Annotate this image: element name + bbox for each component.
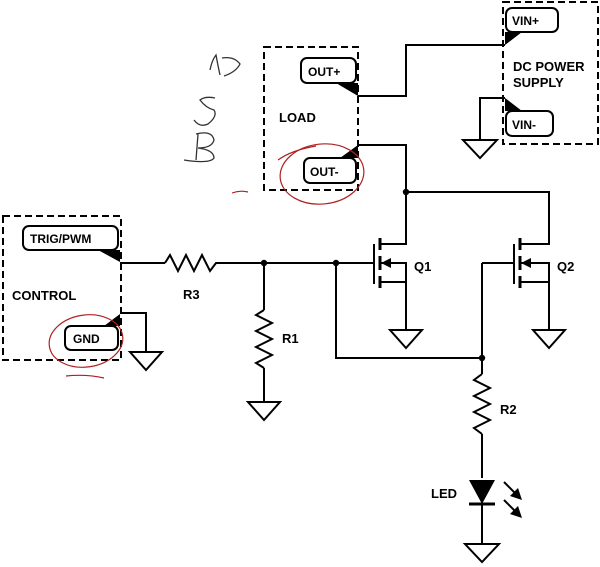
pin-trig-pwm-label: TRIG/PWM xyxy=(30,232,91,246)
pin-out-minus-label: OUT- xyxy=(310,165,339,179)
pin-out-minus: OUT- xyxy=(303,145,358,184)
ground-icon-control xyxy=(127,351,165,372)
pin-gnd: GND xyxy=(64,314,120,351)
led-label: LED xyxy=(431,486,457,501)
led-diode: LED xyxy=(431,480,522,518)
ground-symbols xyxy=(127,139,568,564)
resistor-r2-label: R2 xyxy=(500,402,517,417)
mosfet-q1-label: Q1 xyxy=(414,259,431,274)
pin-gnd-label: GND xyxy=(73,332,100,346)
power-supply-block: DC POWER SUPPLY VIN+ VIN- xyxy=(502,1,599,145)
resistor-r3-label: R3 xyxy=(183,287,200,302)
power-supply-label-line1: DC POWER xyxy=(513,59,585,74)
ground-icon-vin xyxy=(460,139,500,160)
resistor-r3: R3 xyxy=(164,252,220,302)
ground-icon-q2 xyxy=(530,329,568,350)
resistor-r1-label: R1 xyxy=(282,331,299,346)
load-block-border xyxy=(263,46,359,191)
handwritten-scribbles xyxy=(183,53,241,163)
resistor-r2: R2 xyxy=(471,373,517,435)
pin-vin-plus: VIN+ xyxy=(505,7,559,45)
mosfet-q2-label: Q2 xyxy=(557,259,574,274)
power-supply-block-border xyxy=(502,1,599,145)
pin-vin-minus-label: VIN- xyxy=(512,118,536,132)
pin-out-plus: OUT+ xyxy=(300,57,358,96)
red-annotation-marks xyxy=(48,143,365,379)
ground-icon-led xyxy=(462,543,502,564)
pin-out-plus-label: OUT+ xyxy=(308,65,340,79)
mosfet-q2: Q2 xyxy=(513,238,574,288)
light-arrows-icon xyxy=(503,481,522,518)
ground-icon-r1 xyxy=(245,401,283,422)
load-block-label: LOAD xyxy=(279,110,316,125)
pin-trig-pwm: TRIG/PWM xyxy=(22,225,120,262)
control-block: CONTROL TRIG/PWM GND xyxy=(2,215,122,361)
power-supply-label-line2: SUPPLY xyxy=(513,75,564,90)
circle-gnd xyxy=(48,314,124,368)
control-block-border xyxy=(2,215,122,361)
control-block-label: CONTROL xyxy=(12,288,76,303)
pin-vin-minus: VIN- xyxy=(505,98,554,137)
circle-out-minus xyxy=(279,143,365,205)
wires xyxy=(120,44,550,544)
pin-vin-plus-label: VIN+ xyxy=(512,14,539,28)
ground-icon-q1 xyxy=(387,329,425,350)
resistor-r1: R1 xyxy=(253,309,299,369)
junction-dots xyxy=(260,188,486,362)
load-block: LOAD OUT+ OUT- xyxy=(263,46,359,191)
mosfet-q1: Q1 xyxy=(373,238,431,288)
